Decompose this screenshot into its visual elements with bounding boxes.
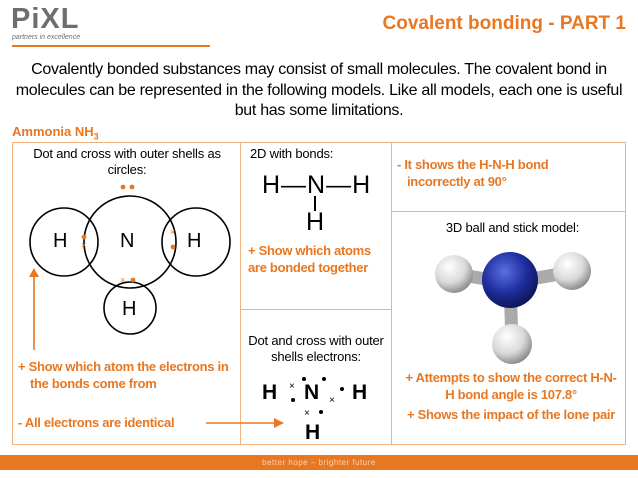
bond-cross: × [170,227,175,237]
h-right-shell-circle [161,207,231,277]
section-heading-text: Ammonia NH [12,124,94,139]
hydrogen-ball [553,252,591,290]
outer-h-right: H [352,381,368,404]
h-bottom-shell-circle [103,281,157,335]
3d-pro-angle: + Attempts to show the correct H-N-H bon… [405,370,617,402]
pixl-logo: PiXL [11,3,80,35]
atom-h-left: H [53,230,68,252]
logo-tagline: partners in excellence [12,34,81,41]
bond-dot [81,234,87,240]
footer-bar [0,455,638,470]
2d-label: 2D with bonds: [250,146,334,161]
bond-dot [130,277,136,283]
2d-vertical-bond [314,196,316,211]
nitrogen-ball [482,252,538,308]
lone-pair-dot [302,377,306,381]
outer-n: N [304,381,320,404]
lone-pair-dot [120,184,126,190]
up-arrow [29,268,39,350]
outer-h-left: H [262,381,278,404]
intro-text: Covalently bonded substances may consist… [15,61,623,119]
panel-3d [391,211,626,445]
atom-n: N [120,230,135,252]
circles-pro: + Show which atom the electrons in the b… [18,359,229,391]
hydrogen-ball [435,255,473,293]
bond-cross: × [329,395,335,406]
section-heading-subscript: 3 [93,131,99,142]
outer-h-bottom: H [305,421,321,444]
2d-con: - It shows the H-N-H bond incorrectly at… [397,157,549,189]
3d-pro-lone-pair: + Shows the impact of the lone pair [406,407,615,422]
bond-dot [319,410,323,414]
lone-pair-dot [322,377,326,381]
hydrogen-ball [492,324,532,364]
bond-dot [340,387,344,391]
h-left-shell-circle [29,207,99,277]
header-divider [12,45,210,47]
atom-h-bottom: H [122,298,137,320]
bond-cross: × [81,240,86,250]
right-arrow [206,418,284,428]
n-shell-circle [83,195,177,289]
2d-pro: + Show which atoms are bonded together [248,243,371,275]
circles-label: Dot and cross with outer shells as circl… [33,146,221,177]
bond-dot [291,398,295,402]
3d-label: 3D ball and stick model: [445,220,580,235]
outer-electron-marks: × × × [289,377,344,419]
2d-formula-row: H—N—H [262,171,372,199]
circles-con: - All electrons are identical [18,415,175,430]
ball-and-stick-model [435,252,591,364]
bond-cross: × [289,381,295,392]
bond-cross: × [304,408,310,419]
circles-diagram: × × × [29,184,231,335]
bond-cross: × [120,275,125,285]
page-title: Covalent bonding - PART 1 [382,13,626,34]
outer-electrons-label: Dot and cross with outer shells electron… [248,333,384,364]
section-heading: Ammonia NH3 [12,124,99,142]
footer-slogan: better hope – brighter future [262,458,376,467]
lone-pair-dot [129,184,135,190]
atom-h-right: H [187,230,202,252]
2d-formula-bottom: H [306,208,325,236]
bond-dot [170,244,176,250]
